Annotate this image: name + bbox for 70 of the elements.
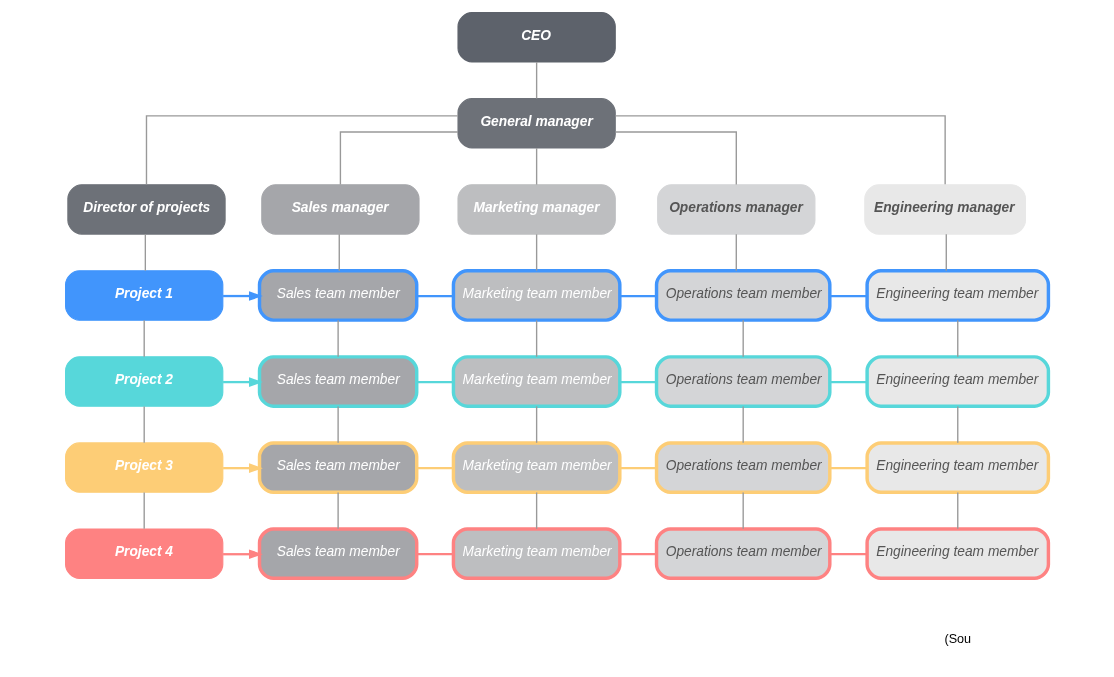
connector <box>957 491 959 530</box>
node-box: Sales team member <box>257 441 419 494</box>
node-box: Sales team member <box>257 355 419 408</box>
node-box: Marketing team member <box>451 527 622 581</box>
connector <box>339 131 459 186</box>
connector <box>417 380 454 384</box>
connector <box>535 61 538 100</box>
connector <box>614 131 737 186</box>
connector <box>338 233 340 272</box>
node-box: Project 4 <box>65 528 224 579</box>
connector <box>337 405 339 444</box>
node-box: Sales manager <box>261 184 420 235</box>
connector <box>620 553 657 556</box>
node-box: Engineering manager <box>864 184 1027 235</box>
connector <box>143 491 145 530</box>
connector <box>535 491 538 530</box>
node-box: General manager <box>457 98 616 149</box>
connector <box>829 553 867 556</box>
label: (Sou <box>944 631 972 646</box>
node-box: Project 3 <box>65 442 224 493</box>
node-box: Director of projects <box>67 184 226 235</box>
node-box: Operations team member <box>654 355 832 408</box>
arrow <box>223 291 263 301</box>
connector <box>829 380 867 384</box>
arrow <box>223 377 263 387</box>
connector <box>620 467 657 470</box>
node-box: CEO <box>457 12 616 63</box>
node-box: Engineering team member <box>865 269 1051 322</box>
node-box: Sales team member <box>257 269 419 322</box>
connector <box>417 553 454 556</box>
arrow <box>223 463 263 473</box>
arrow <box>223 549 263 560</box>
connector <box>145 115 459 186</box>
node-box: Operations team member <box>654 269 832 322</box>
node-box: Project 1 <box>65 270 224 321</box>
connector <box>829 294 867 298</box>
connector <box>417 467 454 470</box>
node-box: Marketing team member <box>451 269 622 322</box>
connector <box>620 294 657 298</box>
connector <box>417 294 454 298</box>
connector <box>957 319 959 358</box>
connector <box>535 319 538 358</box>
node-box: Marketing team member <box>451 441 622 494</box>
connector <box>742 319 744 358</box>
node-box: Engineering team member <box>865 355 1051 408</box>
connector <box>143 319 145 358</box>
connector <box>742 491 744 530</box>
node-box: Operations manager <box>657 184 816 235</box>
connector <box>829 467 867 470</box>
node-box: Operations team member <box>654 527 832 581</box>
connector <box>144 233 147 272</box>
connector <box>614 115 946 186</box>
node-box: Sales team member <box>257 527 419 581</box>
connector <box>535 233 538 272</box>
connector <box>337 319 339 358</box>
node-box: Marketing manager <box>457 184 616 235</box>
connector <box>735 233 737 272</box>
connector <box>143 405 145 444</box>
node-box: Engineering team member <box>865 441 1051 494</box>
node-box: Marketing team member <box>451 355 622 408</box>
connector <box>535 405 538 444</box>
node-box: Operations team member <box>654 441 832 494</box>
node-box: Project 2 <box>65 356 224 407</box>
connector <box>620 380 657 384</box>
connector <box>945 233 947 272</box>
node-box: Engineering team member <box>865 527 1051 581</box>
connector <box>535 147 538 186</box>
connector <box>957 405 959 444</box>
connector <box>337 491 339 530</box>
connector <box>742 405 744 444</box>
